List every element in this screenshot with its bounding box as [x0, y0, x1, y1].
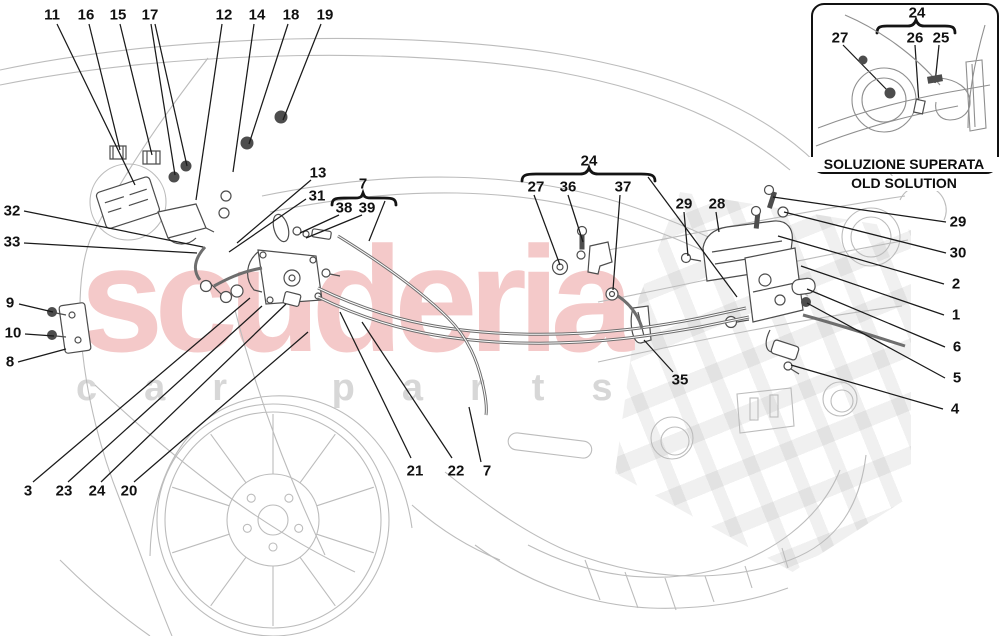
group-brackets	[330, 15, 957, 207]
callout-6: 6	[952, 338, 962, 356]
callout-16: 16	[77, 6, 95, 24]
callout-37: 37	[614, 178, 632, 196]
callout-27: 27	[527, 178, 545, 196]
callout-11: 11	[44, 6, 60, 24]
callout-17: 17	[141, 6, 159, 24]
callout-33: 33	[3, 233, 21, 251]
callout-20: 20	[120, 482, 138, 500]
old-solution-inset-art	[815, 14, 991, 147]
watermark-tagline: car parts	[76, 367, 660, 409]
callout-13: 13	[309, 164, 327, 182]
right-latch	[680, 184, 816, 375]
center-latch	[230, 213, 341, 307]
callout-18: 18	[282, 6, 300, 24]
inset-caption-italian: SOLUZIONE SUPERATA	[809, 157, 999, 172]
callout-9: 9	[5, 294, 15, 312]
callout-15: 15	[109, 6, 127, 24]
hinge-clips	[109, 145, 161, 165]
callout-35: 35	[671, 371, 689, 389]
callout-29: 29	[675, 195, 693, 213]
callout-36: 36	[559, 178, 577, 196]
grommet	[274, 110, 288, 124]
fuel-flap	[95, 176, 161, 229]
callout-39: 39	[358, 199, 376, 217]
callout-22: 22	[447, 462, 465, 480]
inset-caption-english: OLD SOLUTION	[809, 176, 999, 191]
callout-3: 3	[23, 482, 33, 500]
callout-5: 5	[952, 369, 962, 387]
old-solution-inset-frame	[811, 3, 999, 174]
callout-14: 14	[248, 6, 266, 24]
callout-10: 10	[4, 324, 22, 342]
callout-19: 19	[316, 6, 334, 24]
callout-4: 4	[950, 400, 960, 418]
callout-12: 12	[215, 6, 233, 24]
release-cables	[213, 234, 906, 416]
parts-art	[47, 110, 906, 416]
pin	[220, 190, 232, 202]
callout-2: 2	[951, 275, 961, 293]
pin	[218, 207, 230, 219]
callout-31: 31	[308, 187, 326, 205]
callout-7: 7	[482, 462, 492, 480]
left-bracket	[47, 302, 92, 354]
callout-8: 8	[5, 353, 15, 371]
short-cable	[193, 245, 233, 304]
leader-lines	[17, 23, 947, 483]
car-body-art	[0, 37, 947, 636]
callout-7: 7	[358, 175, 368, 193]
callout-29: 29	[949, 213, 967, 231]
callout-25: 25	[932, 29, 950, 47]
callout-24: 24	[88, 482, 106, 500]
callout-30: 30	[949, 244, 967, 262]
callout-27: 27	[831, 29, 849, 47]
callout-24: 24	[580, 152, 598, 170]
callout-38: 38	[335, 199, 353, 217]
cable-bracket-group	[551, 225, 619, 301]
callout-32: 32	[3, 202, 21, 220]
nut	[168, 171, 180, 183]
callout-28: 28	[708, 195, 726, 213]
callout-23: 23	[55, 482, 73, 500]
callout-21: 21	[406, 462, 424, 480]
callout-26: 26	[906, 29, 924, 47]
callout-1: 1	[951, 306, 961, 324]
callout-24: 24	[908, 4, 926, 22]
